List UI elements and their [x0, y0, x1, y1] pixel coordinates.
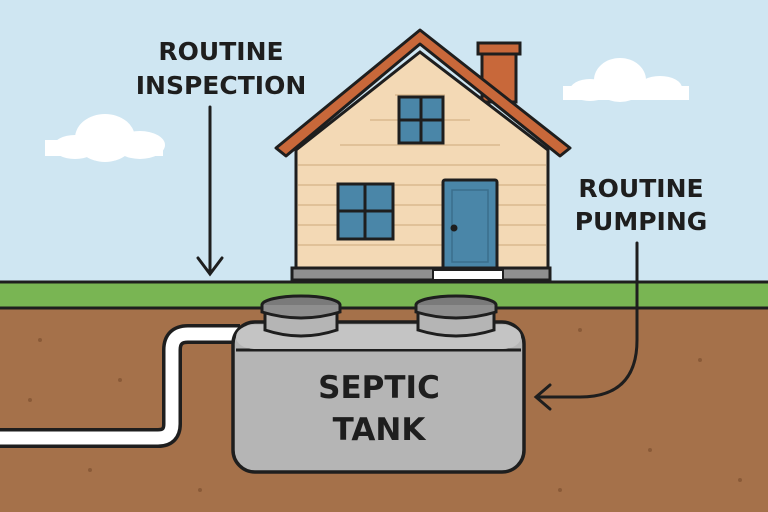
inlet-pipe [0, 327, 240, 445]
inspection-arrow-icon [196, 105, 224, 277]
pumping-label-line2: PUMPING [575, 207, 708, 236]
tank-label-line2: TANK [333, 412, 427, 448]
roof [274, 28, 572, 158]
house [274, 28, 572, 282]
door [441, 178, 499, 272]
tank-lid-left [260, 294, 342, 338]
upper-window [397, 95, 445, 145]
cloud-left [45, 114, 165, 162]
door-knob-icon [450, 224, 458, 232]
inspection-label-line1: ROUTINE [158, 37, 283, 66]
soil-speckles [28, 328, 742, 492]
pumping-label-line1: ROUTINE [578, 174, 703, 203]
grass [0, 280, 768, 310]
foundation [290, 266, 552, 282]
lower-window [336, 182, 395, 241]
tank-lid-right [414, 294, 498, 338]
pumping-arrow-icon [533, 241, 639, 411]
tank-label-line1: SEPTIC [318, 370, 440, 406]
door-step [432, 269, 504, 281]
septic-tank: SEPTIC TANK [231, 294, 526, 474]
cloud-right [563, 58, 689, 102]
inspection-label-line2: INSPECTION [136, 71, 307, 100]
